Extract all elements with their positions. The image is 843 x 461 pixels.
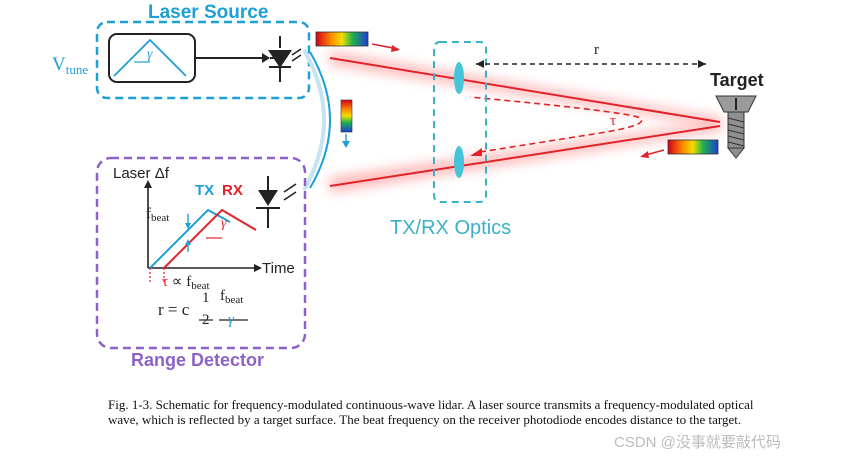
fbeat-label: fbeat	[146, 206, 170, 224]
range-formula: r = c 1 2 fbeat γ	[158, 288, 244, 328]
range-detector-title: Range Detector	[131, 350, 265, 370]
tx-label: TX	[195, 182, 215, 199]
watermark: CSDN @没事就要敲代码	[614, 434, 781, 451]
tx-spectrum-bar	[315, 31, 369, 47]
laser-diode-icon	[268, 36, 302, 82]
optics-box	[433, 41, 487, 203]
vertical-spectrum-bar	[340, 99, 353, 133]
photodiode-icon	[256, 176, 297, 228]
curved-mirror	[309, 51, 331, 189]
rx-spectrum-bar	[667, 139, 719, 155]
laser-source-title: Laser Source	[148, 2, 269, 23]
range-detector-box	[95, 156, 307, 350]
chirp-generator	[108, 33, 196, 83]
target-screw-icon	[715, 95, 757, 159]
axis-x-label: Time	[262, 260, 295, 277]
rx-label: RX	[222, 182, 243, 199]
range-r-label: r	[594, 42, 599, 58]
target-label: Target	[710, 70, 764, 90]
vtune-label: Vtune	[52, 54, 89, 77]
figure-caption: Fig. 1-3. Schematic for frequency-modula…	[108, 397, 754, 427]
chirp-gamma-label: γ	[147, 47, 153, 62]
optics-title: TX/RX Optics	[390, 217, 512, 239]
axis-y-label: Laser Δf	[113, 165, 169, 182]
tau-proportional-label: τ ∝ fbeat	[162, 274, 210, 292]
tau-delay-label: τ	[610, 113, 617, 129]
slope-gamma-label: γ	[221, 216, 227, 231]
